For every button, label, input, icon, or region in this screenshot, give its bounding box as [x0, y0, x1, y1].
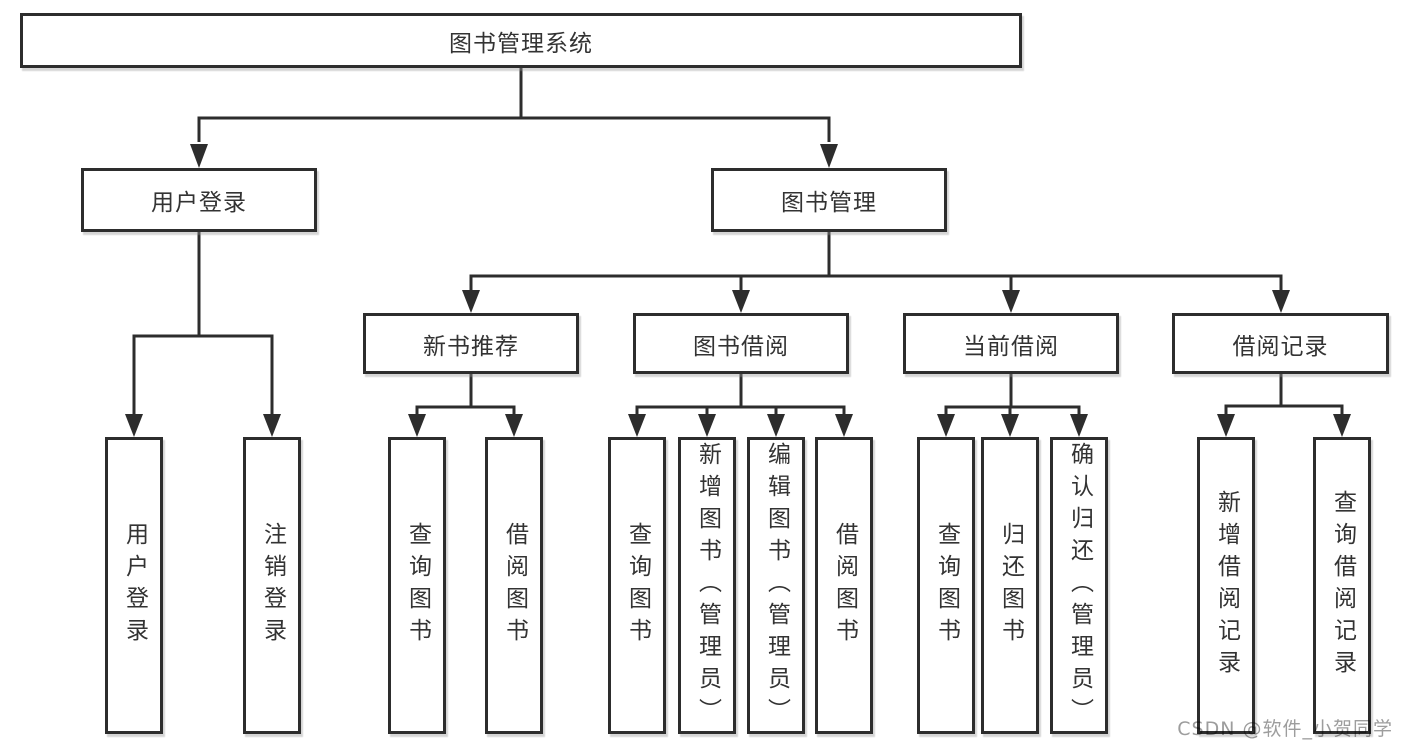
leaf-borrow-books-recommend: 借阅图书: [485, 437, 543, 734]
watermark: CSDN @软件_小贺同学: [1177, 718, 1393, 740]
leaf-label: 查询图书: [404, 521, 431, 650]
leaf-query-borrow-record: 查询借阅记录: [1313, 437, 1371, 734]
leaf-query-books-recommend: 查询图书: [388, 437, 446, 734]
leaf-label: 新增图书（管理员）: [694, 441, 721, 730]
leaf-label: 查询图书: [933, 521, 960, 650]
node-current-borrowing: 当前借阅: [903, 313, 1119, 374]
node-book-borrowing: 图书借阅: [633, 313, 849, 374]
node-label: 图书借阅: [693, 333, 789, 360]
node-label: 用户登录: [151, 190, 247, 216]
leaf-label: 查询借阅记录: [1329, 489, 1356, 682]
node-label: 当前借阅: [963, 333, 1059, 360]
leaf-user-login: 用户登录: [105, 437, 163, 734]
leaf-add-borrow-record: 新增借阅记录: [1197, 437, 1255, 734]
leaf-label: 查询图书: [624, 521, 651, 650]
node-label: 图书管理: [781, 190, 877, 216]
leaf-label: 确认归还（管理员）: [1066, 441, 1093, 730]
node-root-label: 图书管理系统: [449, 30, 593, 57]
leaf-query-books-borrowing: 查询图书: [608, 437, 666, 734]
leaf-label: 新增借阅记录: [1213, 489, 1240, 682]
leaf-label: 注销登录: [259, 521, 286, 650]
node-user-login-module: 用户登录: [81, 168, 317, 232]
node-label: 借阅记录: [1232, 333, 1329, 360]
node-root-system: 图书管理系统: [20, 13, 1022, 68]
leaf-add-book-admin: 新增图书（管理员）: [678, 437, 736, 734]
leaf-return-books: 归还图书: [981, 437, 1039, 734]
leaf-label: 借阅图书: [831, 521, 858, 650]
node-book-management-module: 图书管理: [711, 168, 947, 232]
leaf-label: 归还图书: [997, 521, 1024, 650]
leaf-label: 用户登录: [121, 521, 148, 650]
leaf-edit-book-admin: 编辑图书（管理员）: [747, 437, 805, 734]
node-new-book-recommend: 新书推荐: [363, 313, 579, 374]
leaf-query-books-current: 查询图书: [917, 437, 975, 734]
leaf-logout: 注销登录: [243, 437, 301, 734]
node-borrowing-records: 借阅记录: [1172, 313, 1389, 374]
leaf-confirm-return-admin: 确认归还（管理员）: [1050, 437, 1108, 734]
leaf-label: 编辑图书（管理员）: [763, 441, 790, 730]
leaf-borrow-books-borrowing: 借阅图书: [815, 437, 873, 734]
node-label: 新书推荐: [423, 333, 519, 360]
leaf-label: 借阅图书: [501, 521, 528, 650]
